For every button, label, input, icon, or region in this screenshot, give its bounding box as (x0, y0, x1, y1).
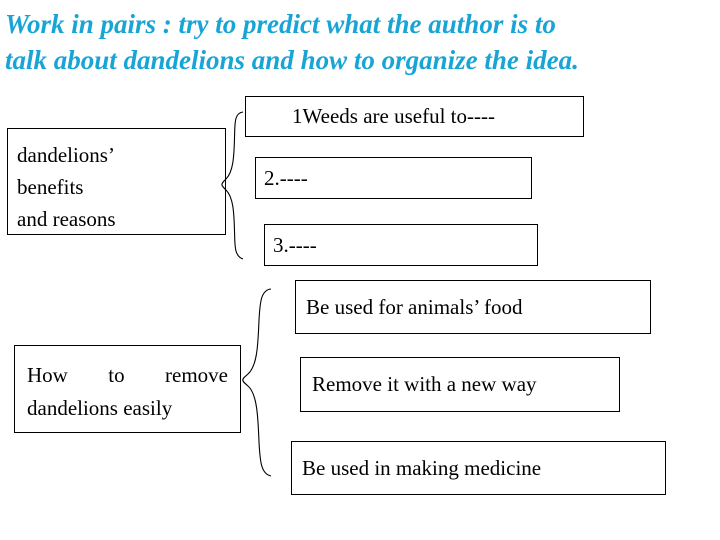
child-box-text: Be used in making medicine (302, 456, 542, 480)
child-box-text: 1Weeds are useful to---- (292, 104, 495, 128)
child-box-text: Be used for animals’ food (306, 295, 523, 319)
topic-box-dandelions-benefits[interactable]: dandelions’ benefits and reasons (7, 128, 226, 235)
child-box-benefit-2[interactable]: 2.---- (255, 157, 532, 199)
child-box-text: 3.---- (273, 233, 317, 257)
child-box-remove-1[interactable]: Be used for animals’ food (295, 280, 651, 334)
child-box-text: 2.---- (264, 166, 308, 190)
child-box-remove-3[interactable]: Be used in making medicine (291, 441, 666, 495)
topic-line-1: dandelions’ (17, 143, 115, 167)
page-title: Work in pairs : try to predict what the … (5, 6, 705, 78)
topic-box-how-to-remove[interactable]: How to remove dandelions easily (14, 345, 241, 433)
topic-line-2: benefits (17, 175, 84, 199)
page-title-line-2: talk about dandelions and how to organiz… (5, 45, 579, 75)
child-box-text: Remove it with a new way (312, 372, 537, 396)
topic-line-1: How to remove (27, 363, 228, 387)
child-box-benefit-1[interactable]: 1Weeds are useful to---- (245, 96, 584, 137)
child-box-remove-2[interactable]: Remove it with a new way (300, 357, 620, 412)
topic-line-2: dandelions easily (27, 396, 173, 420)
page-title-line-1: Work in pairs : try to predict what the … (5, 9, 556, 39)
brace-connector-remove (240, 286, 276, 480)
child-box-benefit-3[interactable]: 3.---- (264, 224, 538, 266)
topic-line-3: and reasons (17, 207, 116, 231)
brace-connector-benefits (220, 110, 254, 262)
